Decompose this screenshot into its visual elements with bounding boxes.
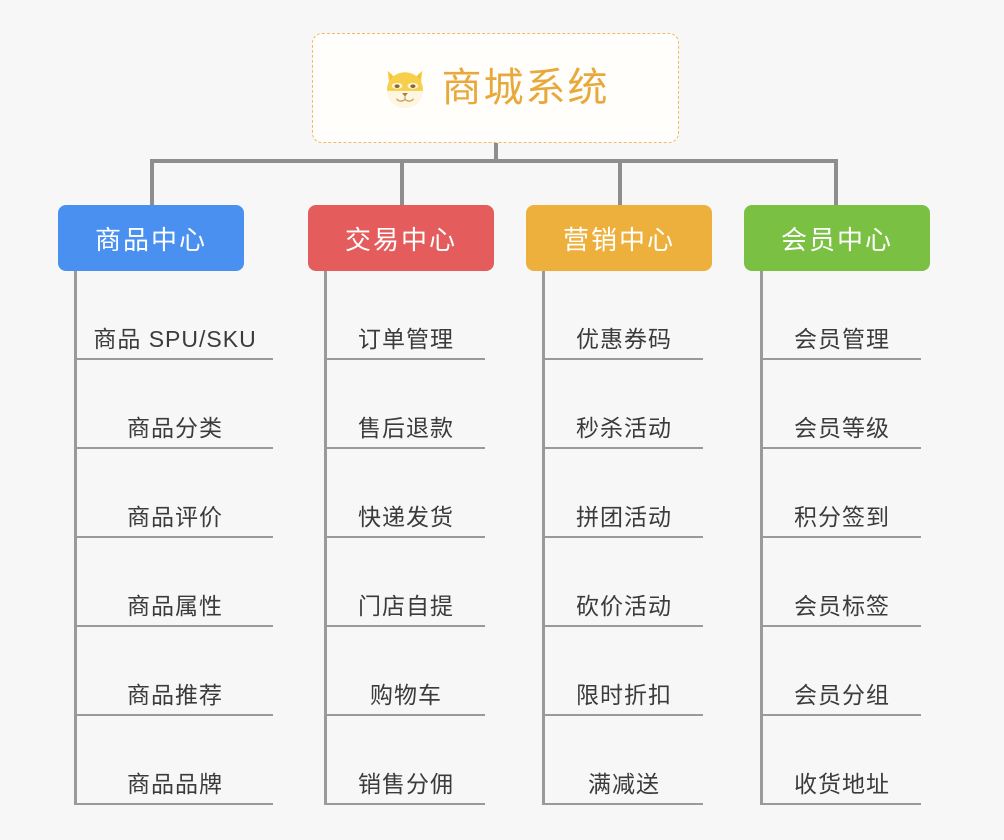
leaf-label: 秒杀活动 bbox=[576, 415, 672, 441]
branch-marketing-center: 营销中心 优惠券码 秒杀活动 拼团活动 砍价活动 限时折扣 满减送 bbox=[526, 205, 712, 805]
leaf-label: 商品推荐 bbox=[127, 682, 223, 708]
connector-drop-4 bbox=[834, 159, 838, 205]
leaf-label: 优惠券码 bbox=[576, 326, 672, 352]
leaf-item[interactable]: 销售分佣 bbox=[327, 716, 485, 805]
leaf-label: 会员等级 bbox=[794, 415, 890, 441]
leaf-label: 商品属性 bbox=[127, 593, 223, 619]
branch-member-center: 会员中心 会员管理 会员等级 积分签到 会员标签 会员分组 收货地址 bbox=[744, 205, 930, 805]
leaf-item[interactable]: 订单管理 bbox=[327, 271, 485, 360]
leaf-item[interactable]: 快递发货 bbox=[327, 449, 485, 538]
leaf-item[interactable]: 商品推荐 bbox=[77, 627, 273, 716]
leaf-label: 商品分类 bbox=[127, 415, 223, 441]
connector-root-stem bbox=[494, 143, 498, 163]
leaf-label: 收货地址 bbox=[794, 771, 890, 797]
leaf-label: 砍价活动 bbox=[576, 593, 672, 619]
leaf-label: 商品品牌 bbox=[127, 771, 223, 797]
leaf-label: 快递发货 bbox=[358, 504, 454, 530]
leaf-label: 门店自提 bbox=[358, 593, 454, 619]
leaf-item[interactable]: 商品品牌 bbox=[77, 716, 273, 805]
leaf-item[interactable]: 会员管理 bbox=[763, 271, 921, 360]
leaf-item[interactable]: 会员标签 bbox=[763, 538, 921, 627]
leaf-item[interactable]: 商品 SPU/SKU bbox=[77, 271, 273, 360]
leaf-label: 会员标签 bbox=[794, 593, 890, 619]
leaf-item[interactable]: 满减送 bbox=[545, 716, 703, 805]
leaf-item[interactable]: 购物车 bbox=[327, 627, 485, 716]
leaf-list-marketing-center: 优惠券码 秒杀活动 拼团活动 砍价活动 限时折扣 满减送 bbox=[542, 271, 712, 805]
leaf-item[interactable]: 会员分组 bbox=[763, 627, 921, 716]
branch-header-marketing-center[interactable]: 营销中心 bbox=[526, 205, 712, 271]
connector-horizontal-bus bbox=[150, 159, 838, 163]
leaf-item[interactable]: 限时折扣 bbox=[545, 627, 703, 716]
leaf-list-member-center: 会员管理 会员等级 积分签到 会员标签 会员分组 收货地址 bbox=[760, 271, 930, 805]
leaf-label: 满减送 bbox=[588, 771, 660, 797]
leaf-item[interactable]: 优惠券码 bbox=[545, 271, 703, 360]
leaf-item[interactable]: 门店自提 bbox=[327, 538, 485, 627]
connector-drop-1 bbox=[150, 159, 154, 205]
connector-drop-3 bbox=[618, 159, 622, 205]
leaf-list-trade-center: 订单管理 售后退款 快递发货 门店自提 购物车 销售分佣 bbox=[324, 271, 494, 805]
leaf-label: 拼团活动 bbox=[576, 504, 672, 530]
branch-header-product-center[interactable]: 商品中心 bbox=[58, 205, 244, 271]
connector-drop-2 bbox=[400, 159, 404, 205]
leaf-label: 积分签到 bbox=[794, 504, 890, 530]
branch-header-trade-center[interactable]: 交易中心 bbox=[308, 205, 494, 271]
shiba-dog-face-icon bbox=[386, 70, 423, 109]
branch-product-center: 商品中心 商品 SPU/SKU 商品分类 商品评价 商品属性 商品推荐 商品品牌 bbox=[58, 205, 273, 805]
leaf-item[interactable]: 售后退款 bbox=[327, 360, 485, 449]
root-title: 商城系统 bbox=[441, 66, 610, 110]
leaf-list-product-center: 商品 SPU/SKU 商品分类 商品评价 商品属性 商品推荐 商品品牌 bbox=[74, 271, 273, 805]
leaf-label: 售后退款 bbox=[358, 415, 454, 441]
leaf-label: 购物车 bbox=[370, 682, 442, 708]
leaf-item[interactable]: 商品评价 bbox=[77, 449, 273, 538]
leaf-item[interactable]: 积分签到 bbox=[763, 449, 921, 538]
leaf-label: 限时折扣 bbox=[576, 682, 672, 708]
leaf-item[interactable]: 拼团活动 bbox=[545, 449, 703, 538]
branch-header-member-center[interactable]: 会员中心 bbox=[744, 205, 930, 271]
branch-trade-center: 交易中心 订单管理 售后退款 快递发货 门店自提 购物车 销售分佣 bbox=[308, 205, 494, 805]
leaf-item[interactable]: 商品分类 bbox=[77, 360, 273, 449]
leaf-item[interactable]: 砍价活动 bbox=[545, 538, 703, 627]
leaf-label: 销售分佣 bbox=[358, 771, 454, 797]
leaf-item[interactable]: 收货地址 bbox=[763, 716, 921, 805]
leaf-label: 商品 SPU/SKU bbox=[93, 326, 257, 352]
leaf-label: 会员管理 bbox=[794, 326, 890, 352]
leaf-item[interactable]: 会员等级 bbox=[763, 360, 921, 449]
leaf-item[interactable]: 商品属性 bbox=[77, 538, 273, 627]
leaf-label: 会员分组 bbox=[794, 682, 890, 708]
root-node[interactable]: 商城系统 bbox=[312, 33, 679, 143]
leaf-label: 商品评价 bbox=[127, 504, 223, 530]
leaf-item[interactable]: 秒杀活动 bbox=[545, 360, 703, 449]
leaf-label: 订单管理 bbox=[358, 326, 454, 352]
